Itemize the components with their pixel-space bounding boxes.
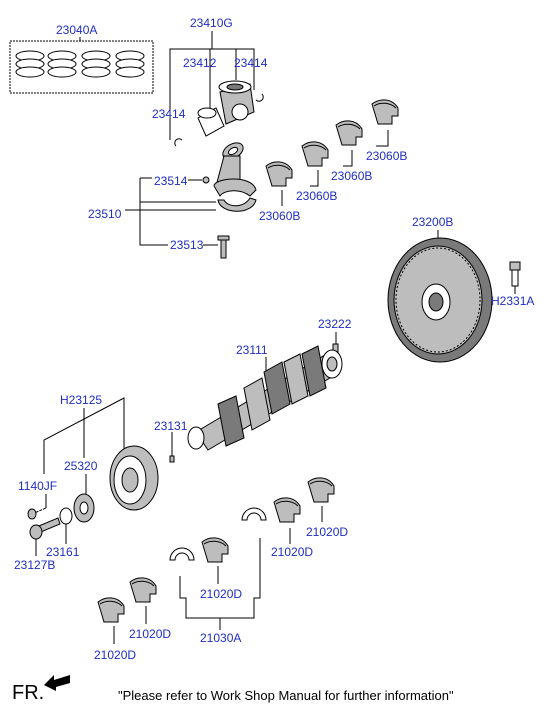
leader-line	[376, 130, 389, 147]
piston	[218, 80, 255, 125]
part-label-25320[interactable]: 25320	[64, 459, 98, 473]
snap-ring	[174, 138, 183, 147]
part-label-23513[interactable]: 23513	[170, 238, 204, 252]
part-label-23410G[interactable]: 23410G	[190, 16, 233, 30]
main-bearing-shell	[97, 597, 125, 623]
part-label-21030A[interactable]: 21030A	[200, 631, 241, 645]
piston-ring-set	[15, 50, 45, 78]
piston-ring-set	[115, 50, 145, 78]
rings-box	[9, 40, 154, 94]
main-bearing-shell	[307, 477, 335, 503]
bearing-shell	[301, 141, 329, 167]
part-label-1140JF[interactable]: 1140JF	[18, 479, 57, 493]
part-label-23222[interactable]: 23222	[318, 317, 352, 331]
part-label-23414[interactable]: 23414	[152, 107, 186, 121]
part-label-23161[interactable]: 23161	[46, 545, 80, 559]
front-direction-label: FR.	[12, 682, 45, 704]
piston-ring-set	[47, 50, 77, 78]
rod-nut	[202, 176, 210, 184]
part-label-H23125[interactable]: H23125	[60, 393, 102, 407]
part-label-23040A[interactable]: 23040A	[56, 23, 97, 37]
leader-line	[310, 170, 319, 187]
bearing-shell	[371, 99, 399, 125]
part-label-23412[interactable]: 23412	[183, 56, 217, 70]
piston-pin	[197, 107, 225, 137]
part-label-23060B[interactable]: 23060B	[296, 189, 337, 203]
part-label-23060B[interactable]: 23060B	[259, 209, 300, 223]
main-bearing-shell	[273, 497, 301, 523]
piston-ring-set	[81, 50, 111, 78]
main-bearing-shell	[129, 577, 157, 603]
thrust-washer	[169, 547, 195, 561]
part-label-23127B[interactable]: 23127B	[14, 558, 55, 572]
part-label-23111[interactable]: 23111	[236, 343, 268, 357]
footer-note: "Please refer to Work Shop Manual for fu…	[118, 688, 454, 703]
part-label-23060B[interactable]: 23060B	[331, 169, 372, 183]
damper-pulley	[109, 445, 159, 511]
thrust-washer	[241, 507, 267, 521]
part-label-23514[interactable]: 23514	[154, 174, 188, 188]
connecting-rod	[213, 142, 257, 212]
piston-rings-group	[9, 40, 154, 94]
flywheel-bolt	[509, 261, 521, 287]
part-label-23200B[interactable]: 23200B	[412, 215, 453, 229]
leader-line	[343, 150, 353, 167]
washer	[59, 507, 73, 525]
part-label-23131[interactable]: 23131	[154, 419, 188, 433]
bearing-shell	[335, 120, 363, 146]
part-label-23060B[interactable]: 23060B	[366, 149, 407, 163]
part-label-21020D[interactable]: 21020D	[129, 627, 171, 641]
main-bearing-shell	[201, 537, 229, 563]
pulley-bolt-small	[27, 508, 37, 520]
bearing-shell	[265, 161, 293, 187]
snap-ring	[255, 93, 264, 102]
rod-bolt-head	[217, 235, 230, 241]
crankshaft	[187, 345, 343, 451]
rod-bolt	[220, 237, 227, 259]
part-label-23510[interactable]: 23510	[88, 207, 122, 221]
crank-pulley-bolt	[29, 517, 61, 540]
part-label-21020D[interactable]: 21020D	[271, 545, 313, 559]
part-label-21020D[interactable]: 21020D	[94, 648, 136, 662]
part-label-21020D[interactable]: 21020D	[200, 587, 242, 601]
flywheel	[387, 237, 493, 363]
front-direction-arrow-icon	[44, 675, 70, 691]
crank-key	[169, 455, 175, 463]
hub-plate	[73, 493, 95, 523]
part-label-21020D[interactable]: 21020D	[306, 525, 348, 539]
leader-line	[139, 178, 168, 246]
part-label-23414[interactable]: 23414	[234, 56, 268, 70]
part-label-H2331A[interactable]: H2331A	[491, 294, 534, 308]
